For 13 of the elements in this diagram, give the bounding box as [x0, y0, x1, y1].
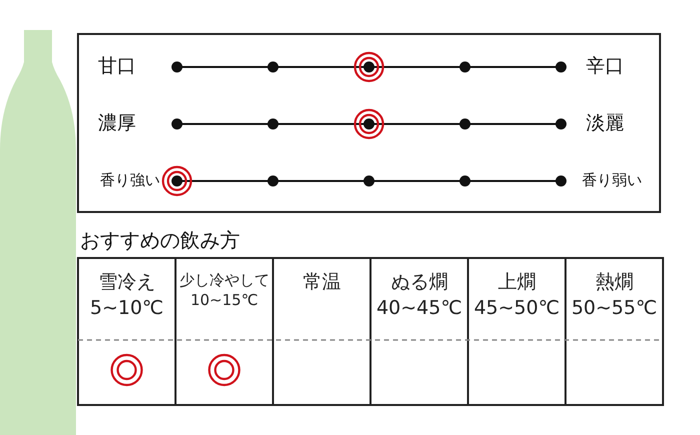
scale-label: 香り弱い [582, 172, 642, 188]
column-header: ぬる燗 40~45℃ [375, 270, 464, 321]
scale-label: 香り強い [100, 172, 160, 188]
column-header: 熱燗 50~55℃ [570, 270, 658, 321]
column-header: 上燗 45~50℃ [472, 270, 561, 321]
section-heading: おすすめの飲み方 [80, 230, 240, 250]
scale-label: 甘口 [98, 56, 136, 76]
scale-label: 辛口 [586, 56, 624, 76]
column-header: 雪冷え 5~10℃ [88, 270, 165, 321]
column-header: 少し冷やして 10~15℃ [178, 270, 270, 310]
scale-label: 濃厚 [98, 114, 136, 132]
column-header: 常温 [302, 270, 342, 295]
scale-label: 淡麗 [586, 114, 624, 132]
